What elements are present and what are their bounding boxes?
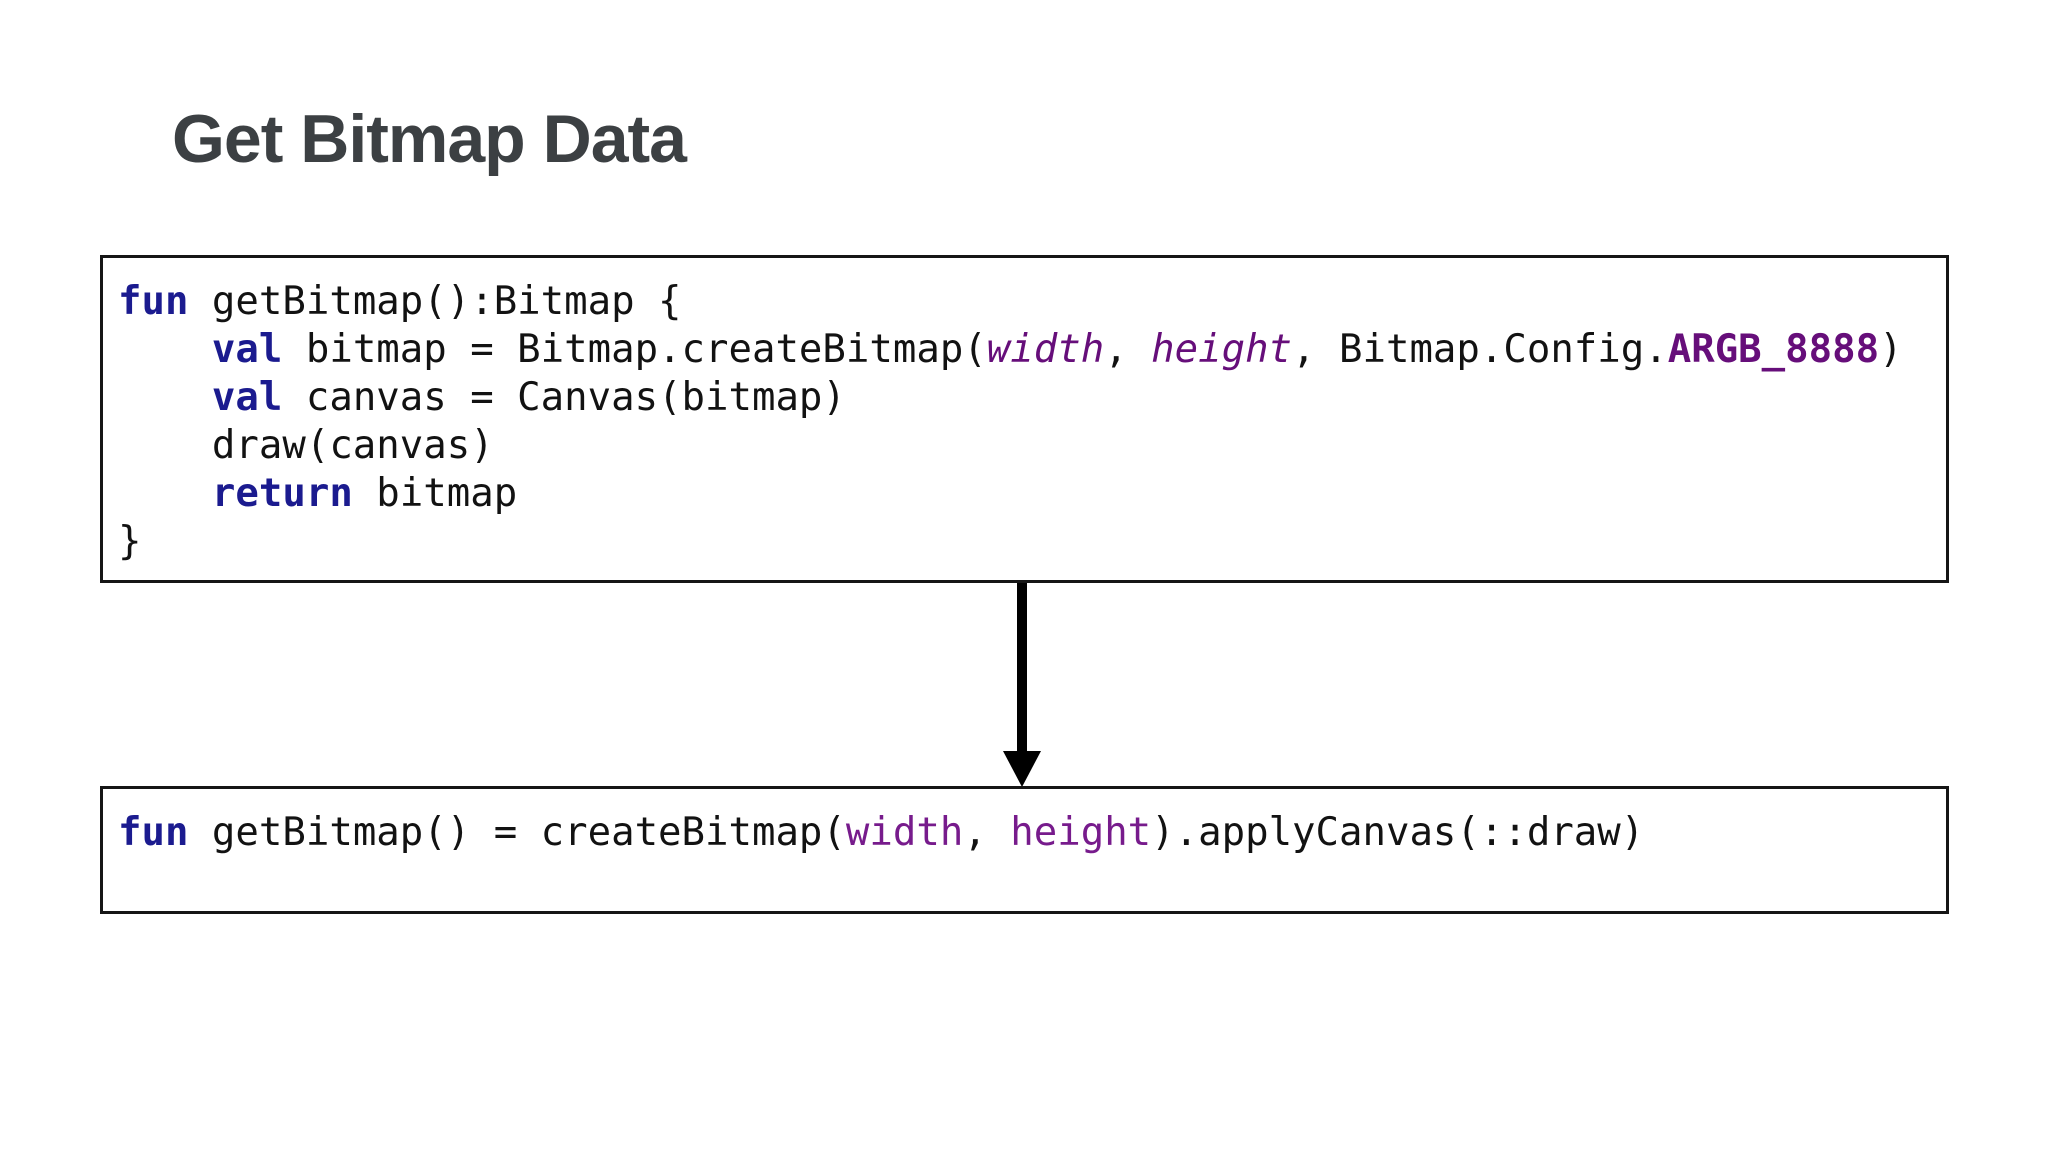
code-token-prop: width (845, 810, 964, 855)
code-token-pl: getBitmap():Bitmap { (188, 279, 682, 324)
code-token-pl: } (118, 519, 142, 564)
code-token-pl: , (963, 810, 1011, 855)
code-line: draw(canvas) (118, 422, 1931, 470)
code-block-verbose: fun getBitmap():Bitmap { val bitmap = Bi… (100, 255, 1949, 583)
code-line: fun getBitmap():Bitmap { (118, 278, 1931, 326)
code-token-const: ARGB_8888 (1667, 327, 1880, 372)
code-token-pl: ).applyCanvas(::draw) (1151, 810, 1645, 855)
slide-title: Get Bitmap Data (172, 101, 687, 177)
code-token-kw: fun (118, 810, 189, 855)
down-arrow-icon (1003, 583, 1041, 787)
code-token-kw: return (211, 471, 353, 516)
code-token-pl (118, 327, 212, 372)
code-token-pl: bitmap (352, 471, 518, 516)
code-token-pl: , Bitmap.Config. (1292, 327, 1668, 372)
code-token-pl (118, 375, 212, 420)
code-token-param: height (1151, 327, 1293, 372)
code-token-pl: getBitmap() = createBitmap( (188, 810, 846, 855)
code-block-concise: fun getBitmap() = createBitmap(width, he… (100, 786, 1949, 914)
code-token-pl: bitmap = Bitmap.createBitmap( (282, 327, 987, 372)
code-token-pl: ) (1879, 327, 1903, 372)
code-token-kw: val (211, 327, 283, 372)
code-token-kw: val (211, 375, 283, 420)
code-token-param: width (986, 327, 1105, 372)
code-line: fun getBitmap() = createBitmap(width, he… (118, 809, 1931, 857)
code-token-pl: draw(canvas) (118, 423, 494, 468)
code-token-pl: canvas = Canvas(bitmap) (282, 375, 846, 420)
code-token-kw: fun (118, 279, 189, 324)
code-line: val canvas = Canvas(bitmap) (118, 374, 1931, 422)
code-line: val bitmap = Bitmap.createBitmap(width , … (118, 326, 1931, 374)
code-token-prop: height (1010, 810, 1152, 855)
code-token-pl: , (1104, 327, 1152, 372)
code-line: return bitmap (118, 470, 1931, 518)
code-token-pl (118, 471, 212, 516)
code-line: } (118, 518, 1931, 566)
